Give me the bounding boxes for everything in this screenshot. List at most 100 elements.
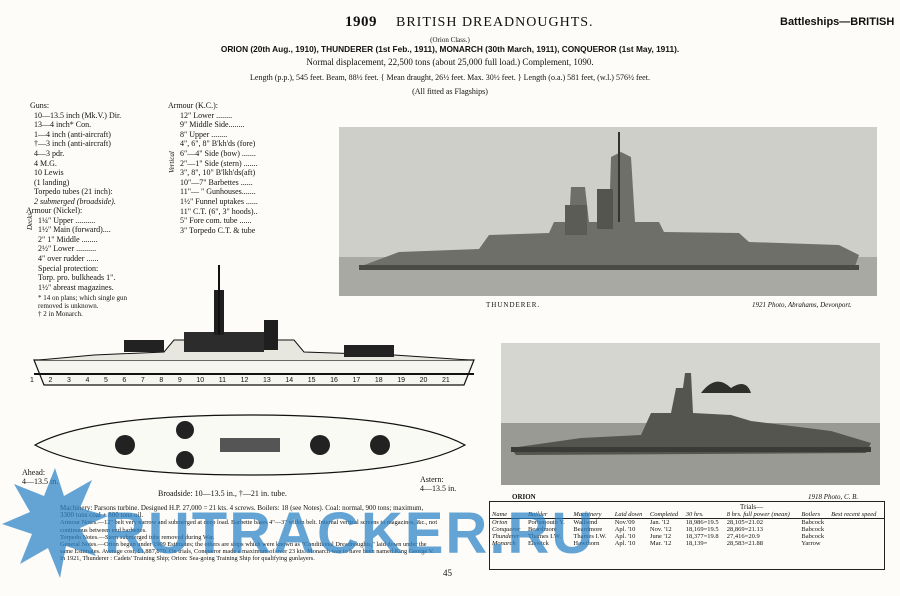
flagship-line: (All fitted as Flagships) (412, 87, 488, 96)
armour-line: 11" C.T. (6", 3" hoods).. (180, 206, 258, 216)
guns-list: 10—13.5 inch (Mk.V.) Dir. 13—4 inch* Con… (30, 111, 180, 207)
table-cell: 18,139= (685, 540, 708, 547)
astern-value: 4—13.5 in. (420, 484, 457, 493)
table-cell: 28,869=21.13 (726, 526, 763, 533)
gun-line: 10—13.5 inch (Mk.V.) Dir. (34, 110, 122, 120)
armour-line: 6"—4" Side (bow) ....... (180, 148, 256, 158)
compartment-number: 10 (196, 377, 205, 384)
armour-line: 1¼" Upper .......... (38, 215, 96, 225)
table-cell: Wallsend (573, 519, 598, 526)
gun-line: 1—4 inch (anti-aircraft) (34, 129, 111, 139)
table-cell: Beardmore (527, 526, 557, 533)
armour-nickel-block: Armour (Nickel): Decks 1¼" Upper .......… (26, 206, 176, 318)
deck-plan-drawing (33, 414, 467, 476)
table-header-row: Name Builder Machinery Laid down Complet… (490, 511, 884, 519)
watermark-text: RUTRACKER.RU (104, 501, 596, 566)
armour-line: 11"— " Gunhouses....... (180, 187, 256, 197)
table-cell: Babcock (801, 526, 825, 533)
compartment-number: 9 (177, 377, 182, 384)
table-cell (829, 519, 884, 527)
compartment-number: 1 (30, 377, 34, 384)
gun-line: †—3 inch (anti-aircraft) (34, 139, 111, 149)
armour-line: 2" 1" Middle ........ (38, 234, 98, 244)
ahead-value: 4—13.5 in. (22, 477, 59, 486)
compartment-number: 8 (159, 377, 164, 384)
table-cell: Thames I.W. (573, 533, 607, 540)
table-cell (829, 526, 884, 533)
vertical-side-label: Vertical (168, 150, 176, 173)
armour-line: 2"—1" Side (stern) ....... (180, 158, 258, 168)
armour-note: Armour Notes.—12" belt very narrow and s… (60, 519, 438, 534)
table-row: Orion Portsmouth Y. Wallsend Nov.'09 Jan… (490, 519, 884, 527)
table-cell: 18,377=19.8 (685, 533, 719, 540)
compartment-number: 15 (307, 377, 316, 384)
thunderer-photo (339, 127, 877, 296)
general-note: General Notes.—Orion begun under 1909 Es… (60, 541, 434, 563)
top-photo-caption: THUNDERER. (486, 301, 541, 309)
table-cell: Thames I.W. (527, 533, 562, 540)
table-cell: Hawthorn (573, 540, 600, 547)
gun-line: 4—3 pdr. (34, 148, 65, 158)
compartment-number: 11 (218, 377, 227, 384)
gun-line: Torpedo tubes (21 inch): (34, 187, 113, 197)
ships-line: ORION (20th Aug., 1910), THUNDERER (1st … (220, 44, 680, 54)
compartment-number: 6 (122, 377, 127, 384)
compartment-number: 7 (140, 377, 145, 384)
armour-line: 1½" Funnel uptakes ...... (180, 196, 258, 206)
table-cell: Nov.'09 (614, 519, 635, 526)
table-cell: Apl. '10 (614, 533, 636, 540)
top-photo-credit: 1921 Photo, Abrahams, Devonport. (752, 301, 852, 309)
table-cell: Portsmouth Y. (527, 519, 565, 526)
class-line: (Orion Class.) (430, 36, 470, 44)
ship-data-table: Trials— Name Builder Machinery Laid down… (489, 501, 885, 570)
armour-line: 2½" Lower .......... (38, 244, 97, 254)
ahead-label: Ahead: (22, 468, 46, 477)
armour-line: 1½" Main (forward).... (38, 225, 111, 235)
table-cell: Mar. '12 (649, 540, 672, 547)
table-row: Monarch Elswick Hawthorn Apl. '10 Mar. '… (490, 540, 884, 547)
table-cell (829, 540, 884, 547)
section-title: Battleships—BRITISH (780, 16, 895, 28)
armour-line: 3" Torpedo C.T. & tube (180, 225, 256, 235)
table-cell: Orion (492, 519, 508, 526)
armour-nickel-heading: Armour (Nickel): (26, 206, 83, 215)
armour-line: Special protection: (38, 263, 99, 273)
armour-line: 12" Lower ........ (180, 110, 233, 120)
battleship-photo-image (339, 127, 877, 296)
broadside-line: Broadside: 10—13.5 in., †—21 in. tube. (158, 489, 287, 498)
bottom-photo-caption: ORION (512, 493, 536, 501)
compartment-number: 20 (419, 377, 428, 384)
footnote: † 2 in Monarch. (38, 310, 83, 319)
armour-kc-heading: Armour (K.C.): (168, 101, 218, 110)
column-header: Completed (647, 511, 684, 519)
armour-line: 10"—7" Barbettes ...... (180, 177, 253, 187)
column-header: Boilers (799, 511, 830, 519)
trials-label: Trials— (740, 503, 764, 511)
gun-line: 4 M.G. (34, 158, 57, 168)
orion-photo (501, 343, 880, 485)
compartment-number: 17 (352, 377, 361, 384)
footnote: * 14 on plans; which single gun removed … (38, 294, 128, 311)
table-cell: Beardmore (573, 526, 603, 533)
compartment-number: 19 (397, 377, 406, 384)
bottom-photo-credit: 1918 Photo, C. B. (808, 493, 859, 501)
displacement-line: Normal displacement, 22,500 tons (about … (306, 57, 594, 67)
gun-line: 2 submerged (broadside). (34, 196, 116, 206)
astern-label: Astern: (420, 475, 444, 484)
table-cell: 27,416=20.9 (726, 533, 760, 540)
compartment-number: 3 (66, 377, 71, 384)
compartment-number: 5 (103, 377, 108, 384)
table-row: Thunderer Thames I.W. Thames I.W. Apl. '… (490, 533, 884, 540)
table-cell: Elswick (527, 540, 549, 547)
armour-line: 1½" abreast magazines. (38, 282, 114, 292)
column-header: 8 hrs. full power (mean) (724, 511, 800, 519)
table-cell: Babcock (801, 533, 825, 540)
armour-line: 9" Middle Side........ (180, 120, 245, 130)
table-cell: 18,986=19.5 (685, 519, 719, 526)
watermark-starburst-icon (2, 468, 108, 578)
table-cell: 28,105=21.02 (726, 519, 763, 526)
table-cell: Conqueror (492, 526, 521, 533)
compartment-number: 18 (374, 377, 383, 384)
armour-kc-block: Armour (K.C.): Vertical 12" Lower ......… (168, 101, 338, 235)
guns-block: Guns: 10—13.5 inch (Mk.V.) Dir. 13—4 inc… (30, 101, 180, 207)
